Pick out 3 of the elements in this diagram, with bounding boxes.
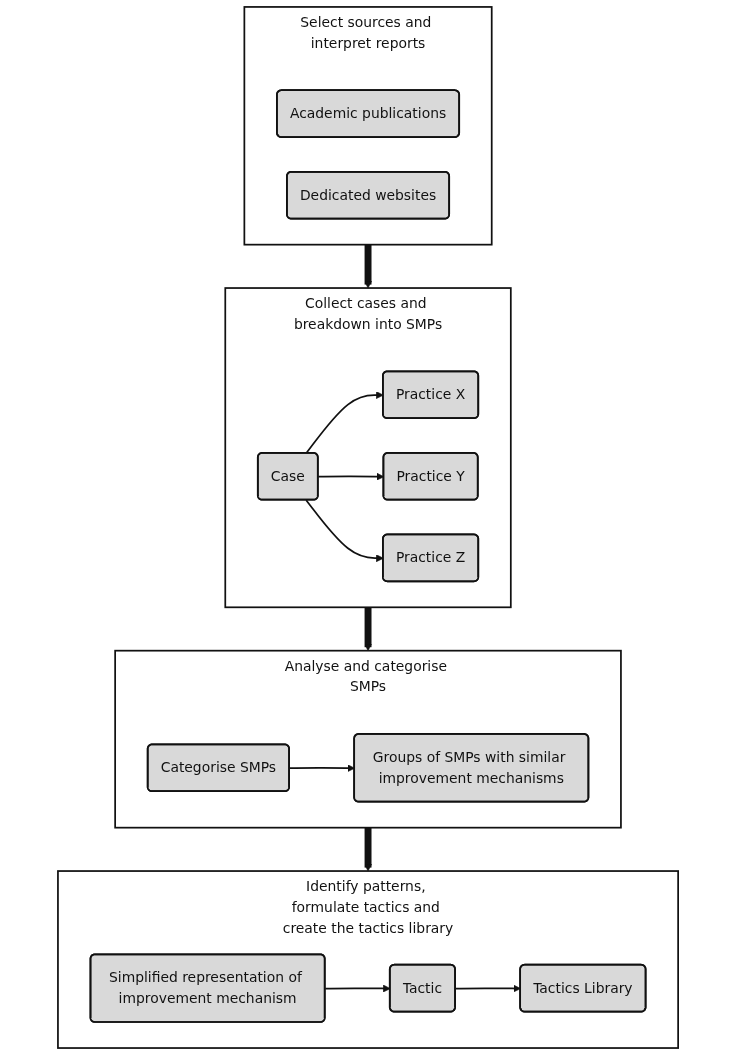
arrow [364,827,373,872]
arrow [364,244,373,289]
arrow [364,607,373,652]
